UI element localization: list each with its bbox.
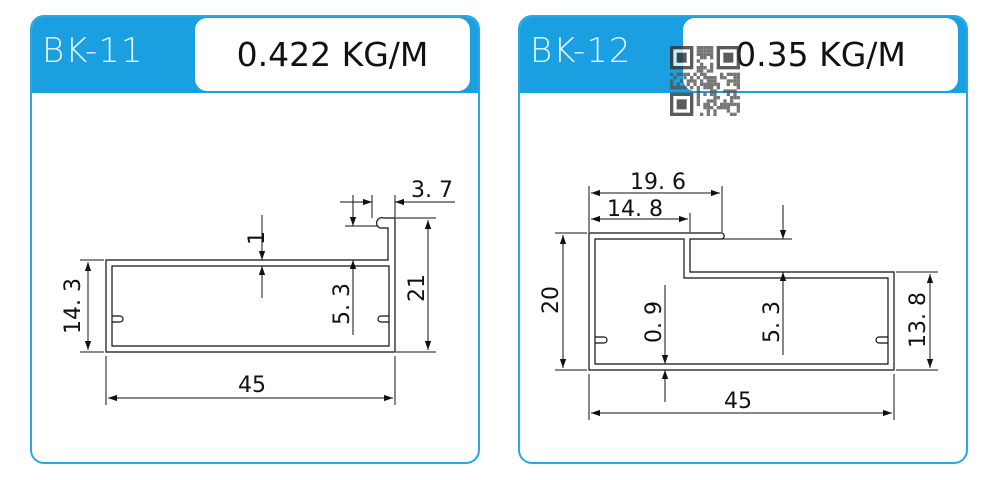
dim-label: 1	[245, 231, 270, 245]
bk-11-dimension-lines	[80, 195, 455, 405]
dim-label: 14. 3	[61, 278, 86, 334]
weight-pill: 0.422 KG/M	[195, 18, 470, 91]
dim-label: 5. 3	[760, 301, 785, 343]
dim-label: 20	[539, 286, 564, 314]
dim-label: 0. 9	[642, 301, 667, 343]
dim-label: 45	[238, 373, 266, 398]
qr-code-watermark	[670, 46, 740, 116]
profile-card-bk-12: BK-12 0.35 KG/M	[518, 15, 968, 464]
profile-weight: 0.422 KG/M	[236, 35, 429, 74]
bk-12-dimension-lines	[555, 186, 938, 420]
dim-label: 13. 8	[906, 292, 931, 348]
dim-label: 21	[405, 274, 430, 302]
dim-label: 45	[724, 389, 752, 414]
profile-code: BK-12	[530, 31, 632, 71]
bk-12-section-outline	[588, 232, 895, 371]
profile-weight: 0.35 KG/M	[735, 35, 906, 74]
profile-code: BK-11	[42, 31, 144, 71]
dim-label: 19. 6	[630, 170, 686, 195]
card-header: BK-12 0.35 KG/M	[520, 17, 966, 93]
card-header: BK-11 0.422 KG/M	[32, 17, 478, 93]
dim-label: 5. 3	[330, 283, 355, 325]
dim-label: 3. 7	[411, 178, 453, 203]
dim-label: 14. 8	[607, 197, 663, 222]
profile-card-bk-11: BK-11 0.422 KG/M	[30, 15, 480, 464]
